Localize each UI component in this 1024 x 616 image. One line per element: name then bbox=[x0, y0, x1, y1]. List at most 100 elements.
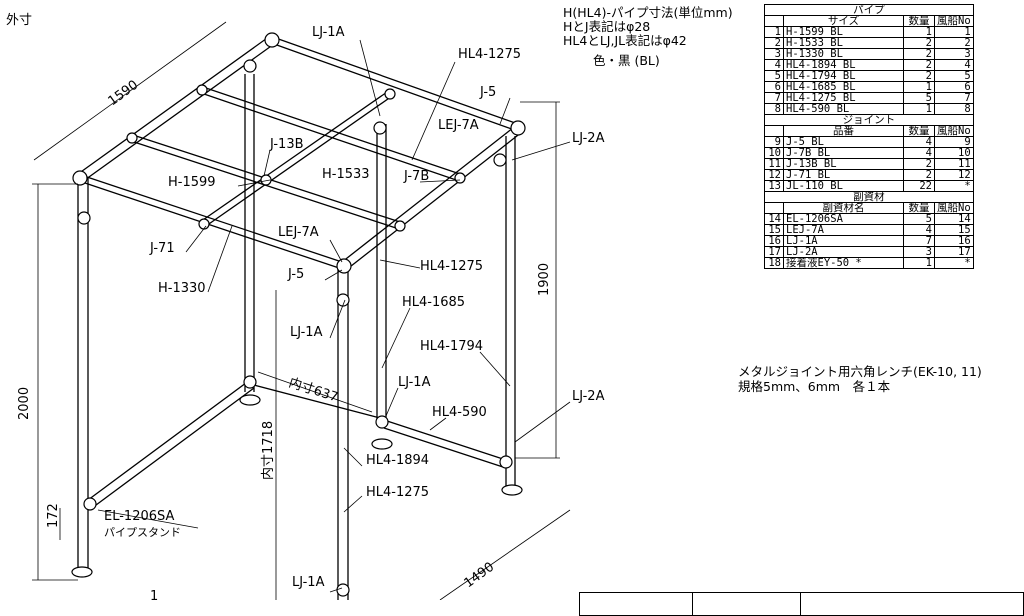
row-balloon-no: 3 bbox=[934, 48, 974, 60]
label-j7b: J-7B bbox=[403, 169, 429, 184]
row-qty: 4 bbox=[903, 147, 935, 159]
label-lej7a-a: LEJ-7A bbox=[438, 118, 479, 133]
row-number: 7 bbox=[764, 92, 784, 104]
label-j5-a: J-5 bbox=[479, 85, 496, 100]
label-lj2a-b: LJ-2A bbox=[572, 389, 605, 404]
pipe-frame-drawing: 外寸 1590 1490 2000 1900 172 内寸637 内寸1718 … bbox=[6, 13, 605, 600]
pipe-header-blank bbox=[764, 15, 784, 27]
row-number: 13 bbox=[764, 180, 784, 192]
row-balloon-no: 9 bbox=[934, 136, 974, 148]
row-qty: 7 bbox=[903, 235, 935, 247]
row-balloon-no: 10 bbox=[934, 147, 974, 159]
joint-header-blank bbox=[764, 125, 784, 137]
label-hl4-1685: HL4-1685 bbox=[402, 295, 465, 310]
label-lj1a-c: LJ-1A bbox=[398, 375, 431, 390]
row-name: H-1330 BL bbox=[783, 48, 904, 60]
row-name: H-1599 BL bbox=[783, 26, 904, 38]
dim-1x: 1 bbox=[150, 589, 158, 600]
row-balloon-no: 12 bbox=[934, 169, 974, 181]
sub-header-name: 副資材名 bbox=[783, 202, 904, 214]
row-qty: 1 bbox=[903, 26, 935, 38]
row-balloon-no: 7 bbox=[934, 92, 974, 104]
dim-172: 172 bbox=[46, 503, 61, 528]
row-name: HL4-1685 BL bbox=[783, 81, 904, 93]
label-h1533: H-1533 bbox=[322, 167, 370, 182]
row-number: 10 bbox=[764, 147, 784, 159]
row-qty: 2 bbox=[903, 37, 935, 49]
row-name: HL4-1275 BL bbox=[783, 92, 904, 104]
label-j71: J-71 bbox=[149, 241, 175, 256]
row-qty: 2 bbox=[903, 70, 935, 82]
row-name: EL-1206SA bbox=[783, 213, 904, 225]
note-hl4-lj: HL4とLJ,JL表記はφ42 bbox=[563, 33, 687, 48]
label-lj1a-top: LJ-1A bbox=[312, 25, 345, 40]
row-number: 2 bbox=[764, 37, 784, 49]
row-number: 6 bbox=[764, 81, 784, 93]
tool-note-line1: メタルジョイント用六角レンチ(EK-10, 11) bbox=[738, 364, 982, 379]
row-number: 18 bbox=[764, 257, 784, 269]
row-name: 接着液EY-50 * bbox=[783, 257, 904, 269]
label-h1330: H-1330 bbox=[158, 281, 206, 296]
title-cell-1 bbox=[579, 592, 693, 616]
row-number: 3 bbox=[764, 48, 784, 60]
joint-header-qty: 数量 bbox=[903, 125, 935, 137]
label-j5-b: J-5 bbox=[287, 267, 304, 282]
row-number: 12 bbox=[764, 169, 784, 181]
row-number: 4 bbox=[764, 59, 784, 71]
row-number: 1 bbox=[764, 26, 784, 38]
row-qty: 2 bbox=[903, 169, 935, 181]
label-hl4-1275-b: HL4-1275 bbox=[420, 259, 483, 274]
note-unit: H(HL4)-パイプ寸法(単位mm) bbox=[563, 5, 733, 20]
dim-2000: 2000 bbox=[17, 387, 32, 420]
title-cell-2 bbox=[692, 592, 801, 616]
row-number: 17 bbox=[764, 246, 784, 258]
label-j13b: J-13B bbox=[269, 137, 304, 152]
tool-note: メタルジョイント用六角レンチ(EK-10, 11) 規格5mm、6mm 各１本 bbox=[738, 364, 982, 394]
row-qty: 3 bbox=[903, 246, 935, 258]
label-hl4-1275-a: HL4-1275 bbox=[458, 47, 521, 62]
label-lj1a-mid: LJ-1A bbox=[290, 325, 323, 340]
row-name: HL4-1794 BL bbox=[783, 70, 904, 82]
dim-inner-1718: 内寸1718 bbox=[260, 421, 276, 480]
joint-title: ジョイント bbox=[764, 114, 974, 126]
dim-1900: 1900 bbox=[537, 263, 552, 296]
row-balloon-no: 15 bbox=[934, 224, 974, 236]
row-qty: 5 bbox=[903, 213, 935, 225]
sub-header-qty: 数量 bbox=[903, 202, 935, 214]
sub-header-no: 風船No bbox=[934, 202, 974, 214]
view-label: 外寸 bbox=[6, 13, 32, 28]
tool-note-line2: 規格5mm、6mm 各１本 bbox=[738, 379, 891, 394]
pipe-title: パイプ bbox=[764, 4, 974, 16]
row-qty: 2 bbox=[903, 48, 935, 60]
row-balloon-no: 6 bbox=[934, 81, 974, 93]
row-qty: 1 bbox=[903, 103, 935, 115]
sub-header-blank bbox=[764, 202, 784, 214]
row-name: HL4-1894 BL bbox=[783, 59, 904, 71]
row-number: 5 bbox=[764, 70, 784, 82]
row-balloon-no: * bbox=[934, 180, 974, 192]
label-hl4-590: HL4-590 bbox=[432, 405, 487, 420]
label-hl4-1794: HL4-1794 bbox=[420, 339, 483, 354]
label-h1599: H-1599 bbox=[168, 175, 216, 190]
pipe-title-row: パイプ bbox=[764, 4, 974, 16]
row-number: 16 bbox=[764, 235, 784, 247]
row-qty: 1 bbox=[903, 81, 935, 93]
row-qty: 1 bbox=[903, 257, 935, 269]
row-name: J-13B BL bbox=[783, 158, 904, 170]
sub-header-row: 副資材名数量風船No bbox=[764, 202, 974, 214]
row-number: 11 bbox=[764, 158, 784, 170]
row-balloon-no: 11 bbox=[934, 158, 974, 170]
label-el1206sa: EL-1206SA bbox=[104, 509, 174, 524]
